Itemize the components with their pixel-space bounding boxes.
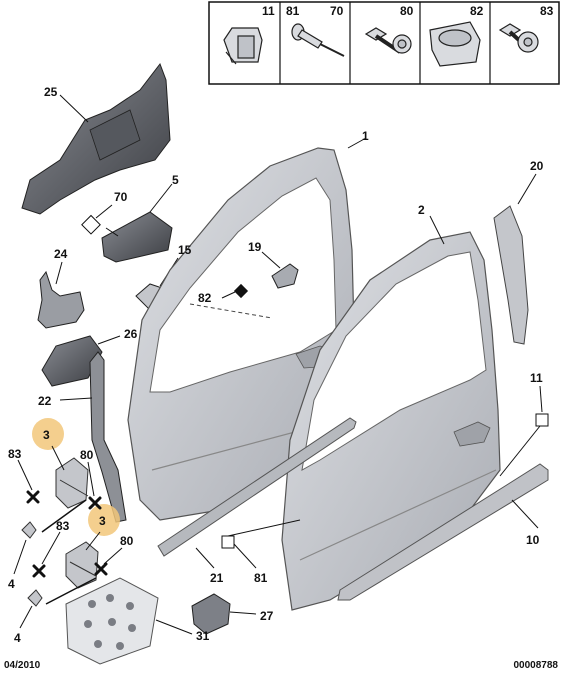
label-part-22: 22 — [38, 394, 52, 408]
label-part-3-upper: 3 — [43, 428, 50, 442]
label-part-80-lower: 80 — [120, 534, 134, 548]
label-part-2: 2 — [418, 203, 425, 217]
part-2-rear-door — [281, 215, 501, 611]
header-label-70: 70 — [330, 4, 344, 18]
label-part-15: 15 — [178, 243, 192, 257]
label-part-21: 21 — [210, 571, 224, 585]
clip-82-icon — [429, 21, 481, 67]
label-part-80-upper: 80 — [80, 448, 94, 462]
part-20-pillar-trim — [493, 173, 537, 345]
part-25-trim-panel — [21, 62, 171, 215]
label-part-24: 24 — [54, 247, 68, 261]
label-part-19: 19 — [248, 240, 262, 254]
label-part-83-upper: 83 — [8, 447, 22, 461]
label-part-4-lower: 4 — [14, 631, 21, 645]
label-part-83-lower: 83 — [56, 519, 70, 533]
diagram-reference-number: 00008788 — [513, 660, 559, 671]
label-part-20: 20 — [530, 159, 544, 173]
header-label-81: 81 — [286, 4, 300, 18]
label-part-25: 25 — [44, 85, 58, 99]
label-part-31: 31 — [196, 629, 210, 643]
part-21-sill-strip — [157, 417, 357, 569]
fastener-table: 11 81 70 80 82 83 — [208, 1, 560, 85]
part-3-highlight-upper — [32, 418, 64, 450]
header-label-82: 82 — [470, 4, 484, 18]
label-part-70: 70 — [114, 190, 128, 204]
label-part-4-upper: 4 — [8, 577, 15, 591]
screw-83-icon — [498, 23, 539, 53]
label-part-1: 1 — [362, 129, 369, 143]
part-3-highlight-lower — [88, 504, 120, 536]
label-part-11: 11 — [530, 371, 543, 385]
part-4-link — [21, 521, 43, 607]
part-5-lock — [101, 183, 173, 263]
label-part-5: 5 — [172, 173, 179, 187]
part-24-handle-bracket — [37, 261, 85, 329]
diagram-date: 04/2010 — [4, 660, 41, 671]
label-part-3-lower: 3 — [99, 514, 106, 528]
part-70-marker — [81, 214, 101, 235]
rivet-81-70-icon — [291, 23, 345, 57]
hinge-upper — [41, 457, 89, 533]
cross-markers — [26, 490, 108, 578]
part-26-seal-sheet — [41, 335, 121, 387]
part-19-cap — [261, 251, 299, 289]
part-31-fastener-kit — [65, 577, 193, 665]
part-10-moulding — [337, 463, 549, 601]
header-label-80: 80 — [400, 4, 414, 18]
label-part-82: 82 — [198, 291, 212, 305]
part-82-marker — [233, 283, 249, 299]
header-label-83: 83 — [540, 4, 554, 18]
label-part-10: 10 — [526, 533, 540, 547]
hinge-lower — [45, 541, 99, 605]
part-81-marker — [221, 535, 235, 549]
part-11-marker — [535, 413, 549, 427]
label-part-81: 81 — [254, 571, 268, 585]
clip-11-icon — [223, 27, 263, 65]
part-27-plate — [191, 593, 257, 635]
label-part-27: 27 — [260, 609, 274, 623]
header-label-11: 11 — [262, 4, 275, 18]
part-22-pillar-seal — [59, 351, 127, 523]
label-part-26: 26 — [124, 327, 138, 341]
screw-80-icon — [364, 27, 412, 54]
